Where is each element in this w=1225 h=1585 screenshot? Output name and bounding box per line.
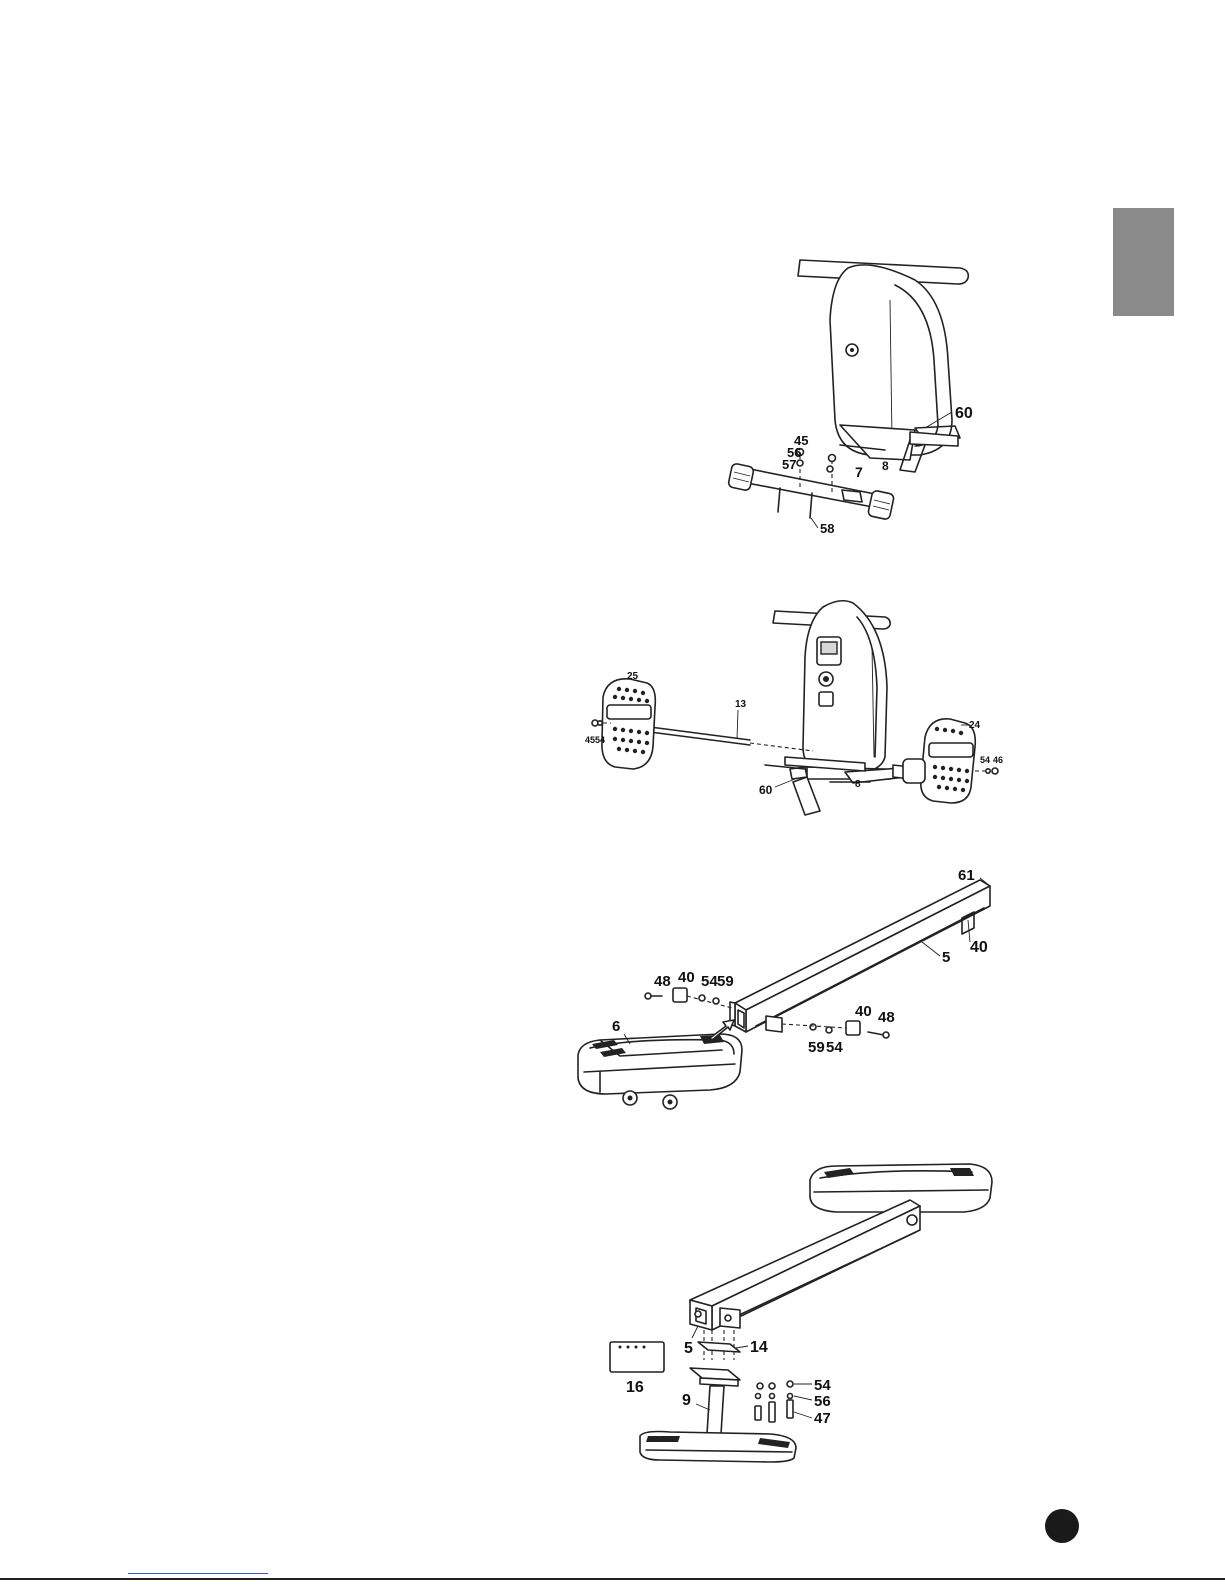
assembly-diagram-pedals: 25 13 24 45 54 54 46 60 8	[585, 597, 1005, 817]
part-label: 5	[942, 949, 950, 966]
language-tab	[1113, 208, 1174, 316]
part-label: 54	[814, 1377, 831, 1394]
footer-rule	[0, 1578, 1225, 1580]
part-label: 40	[855, 1003, 872, 1020]
assembly-diagram-seat-rail: 61 40 5 48 40 54 59 59 54 40 48 6	[570, 850, 1010, 1120]
part-label: 54	[595, 735, 605, 745]
part-label: 46	[993, 755, 1003, 765]
part-label: 7	[855, 464, 863, 480]
part-label: 47	[814, 1410, 831, 1427]
part-label: 24	[969, 720, 981, 731]
part-label: 16	[626, 1379, 644, 1396]
part-label: 5	[684, 1340, 693, 1357]
part-label: 57	[782, 457, 796, 472]
part-label: 45	[585, 735, 595, 745]
part-label: 48	[654, 973, 671, 990]
part-label: 59	[717, 973, 734, 990]
footer-link-underline	[128, 1573, 268, 1574]
part-label: 14	[750, 1339, 768, 1356]
part-label: 56	[814, 1393, 831, 1410]
part-label: 54	[980, 755, 990, 765]
part-label: 59	[808, 1039, 825, 1056]
page-number-marker	[1045, 1509, 1079, 1543]
assembly-diagram-rear-leg: 5 14 16 9 54 56 47	[600, 1160, 1000, 1470]
part-label: 54	[701, 973, 718, 990]
part-label: 9	[682, 1392, 691, 1409]
part-label: 8	[882, 459, 889, 473]
part-label: 40	[678, 969, 695, 986]
part-label: 61	[958, 867, 975, 884]
part-label: 13	[735, 699, 747, 710]
part-label: 54	[826, 1039, 843, 1056]
assembly-diagram-front-stabilizer: 45 56 57 7 8 60 58	[720, 240, 990, 550]
part-label: 40	[970, 939, 988, 956]
part-label: 6	[612, 1018, 620, 1035]
part-label: 60	[759, 783, 773, 797]
part-label: 8	[855, 779, 861, 790]
part-label: 58	[820, 521, 834, 536]
part-label: 60	[955, 405, 973, 422]
part-label: 48	[878, 1009, 895, 1026]
part-label: 25	[627, 671, 639, 682]
